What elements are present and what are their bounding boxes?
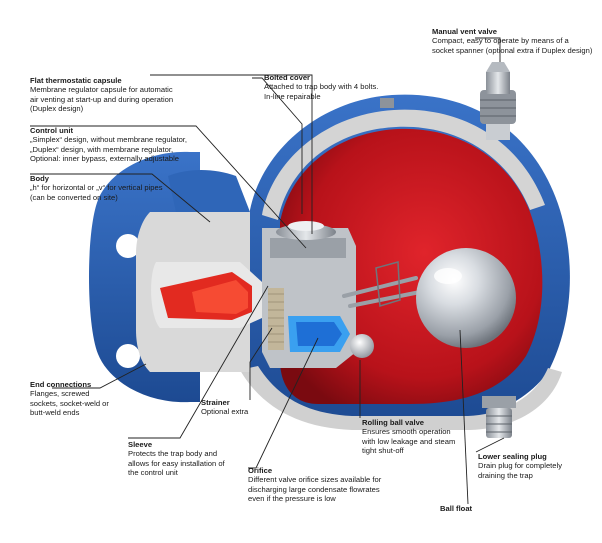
label-line: Compact, easy to operate by means of a (432, 36, 569, 46)
bolted-cover-cut (262, 109, 545, 220)
label-title: Flat thermostatic capsule (30, 76, 122, 85)
label-body: Body „h“ for horizontal or „v“ for verti… (30, 174, 200, 202)
label-lower-sealing-plug: Lower sealing plug Drain plug for comple… (478, 452, 596, 480)
label-line: the control unit (128, 468, 178, 478)
label-line: Drain plug for completely (478, 461, 562, 471)
label-line: (Duplex design) (30, 104, 84, 114)
label-line: Membrane regulator capsule for automatic (30, 85, 173, 95)
label-line: (can be converted on site) (30, 192, 118, 202)
label-title: Sleeve (128, 440, 153, 449)
manual-vent-valve (480, 62, 516, 140)
capsule-seat (270, 238, 346, 258)
label-line: „Simplex“ design, without membrane regul… (30, 135, 188, 145)
strainer-mesh (268, 288, 284, 350)
lower-sealing-plug (482, 396, 516, 438)
label-title: Strainer (201, 398, 230, 407)
label-line: allows for easy installation of (128, 458, 225, 468)
label-manual-vent-valve: Manual vent valve Compact, easy to opera… (432, 27, 598, 55)
label-line: „Duplex“ design, with membrane regulator… (30, 144, 174, 154)
label-title: Manual vent valve (432, 27, 497, 36)
label-line: Ensures smooth operation (362, 427, 451, 437)
label-line: Protects the trap body and (128, 449, 218, 459)
label-line: Optional extra (201, 407, 249, 417)
label-title: End connections (30, 380, 92, 389)
label-end-connections: End connections Flanges, screwed sockets… (30, 380, 130, 418)
label-line: tight shut-off (362, 446, 404, 456)
label-line: „h“ for horizontal or „v“ for vertical p… (30, 183, 163, 193)
label-title: Rolling ball valve (362, 418, 425, 427)
float-lever (342, 276, 422, 308)
label-ball-float: Ball float (440, 504, 520, 513)
label-line: Different valve orifice sizes available … (248, 475, 382, 485)
leader-lines (30, 37, 505, 505)
label-line: sockets, socket-weld or (30, 398, 109, 408)
label-orifice: Orifice Different valve orifice sizes av… (248, 466, 424, 504)
label-line: air venting at start-up and during opera… (30, 94, 174, 104)
label-strainer: Strainer Optional extra (201, 398, 281, 417)
label-line: Attached to trap body with 4 bolts. (264, 82, 379, 92)
label-sleeve: Sleeve Protects the trap body and allows… (128, 440, 246, 478)
label-rolling-ball-valve: Rolling ball valve Ensures smooth operat… (362, 418, 474, 456)
label-line: Flanges, screwed (30, 389, 90, 399)
label-flat-thermostatic-capsule: Flat thermostatic capsule Membrane regul… (30, 76, 202, 114)
label-line: Optional: inner bypass, externally adjus… (30, 154, 180, 164)
label-title: Lower sealing plug (478, 452, 547, 461)
label-title: Ball float (440, 504, 473, 513)
lower-body-cut (240, 366, 562, 430)
label-line: butt-weld ends (30, 408, 80, 418)
flange-bolt-hole (116, 234, 140, 258)
rolling-ball-valve (350, 334, 374, 358)
label-line: socket spanner (optional extra if Duplex… (432, 45, 593, 55)
label-line: draining the trap (478, 470, 533, 480)
label-line: In-line repairable (264, 91, 321, 101)
label-control-unit: Control unit „Simplex“ design, without m… (30, 126, 206, 164)
flange-bolt-hole (116, 344, 140, 368)
cover-bolt (380, 98, 394, 108)
label-title: Body (30, 174, 49, 183)
label-title: Orifice (248, 466, 273, 475)
label-title: Control unit (30, 126, 74, 135)
ball-float (416, 248, 516, 348)
label-bolted-cover: Bolted cover Attached to trap body with … (264, 73, 400, 101)
label-title: Bolted cover (264, 73, 310, 82)
label-line: even if the pressure is low (248, 494, 336, 504)
label-line: with low leakage and steam (362, 436, 456, 446)
label-line: discharging large condensate flowrates (248, 484, 380, 494)
